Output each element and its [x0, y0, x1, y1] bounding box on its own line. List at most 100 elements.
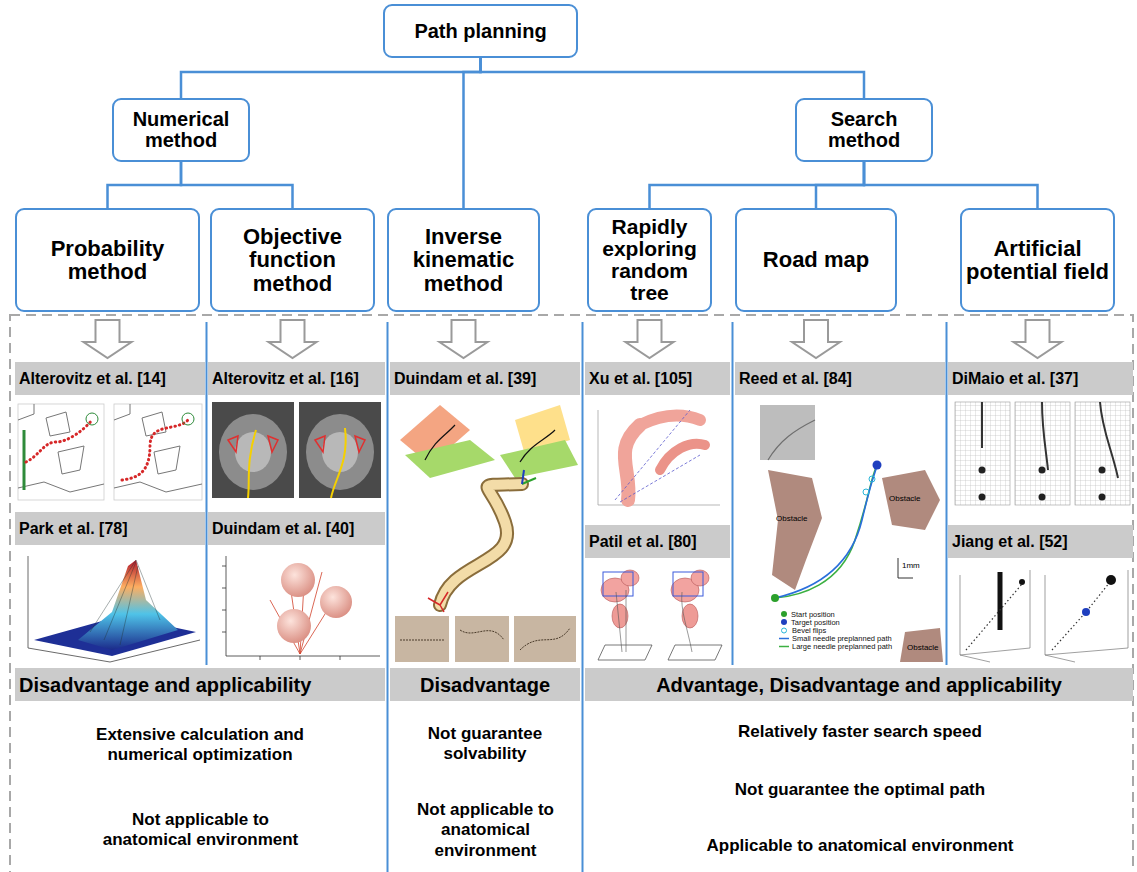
legend-text: Large needle preplanned path — [792, 642, 892, 651]
roadmap-plot — [760, 405, 815, 460]
obstacle-label: Obstacle — [889, 494, 921, 504]
plan-plot — [23, 430, 26, 490]
mri-image — [306, 414, 374, 490]
sphere-plot — [226, 656, 380, 657]
note-text: Not applicable to anatomical environment — [398, 800, 573, 861]
text-holder: Search method — [801, 109, 927, 151]
plan-plot — [114, 404, 130, 420]
reference-bar: Patil et al. [80] — [585, 525, 730, 558]
surface-plot — [28, 556, 200, 662]
mesh-panel — [1039, 467, 1046, 474]
text-holder: Disadvantage and applicability — [19, 674, 381, 696]
text-holder: Rapidly exploring random tree — [593, 216, 706, 304]
roadmap-plot — [863, 489, 869, 495]
plan-plot — [86, 413, 98, 425]
anatomy-3d — [668, 645, 722, 660]
text-holder: DiMaio et al. [37] — [952, 370, 1129, 388]
anatomy-3d — [668, 570, 722, 660]
bar-text: Duindam et al. [39] — [394, 370, 576, 388]
summary-header: Disadvantage and applicability — [15, 668, 385, 701]
legend-text: Small needle preplanned path — [792, 634, 892, 643]
method-box: Inverse kinematic method — [387, 208, 540, 312]
mesh-panel — [1099, 467, 1106, 474]
needle-kinematics — [522, 478, 536, 484]
mesh-panel — [1015, 402, 1070, 505]
mri-image — [299, 402, 381, 498]
needle-kinematics — [440, 484, 522, 605]
roadmap-plot — [873, 461, 882, 470]
text-holder: Alterovitz et al. [16] — [212, 370, 381, 388]
anatomy-3d — [612, 604, 628, 628]
mesh-panel — [955, 402, 1130, 505]
summary-header: Advantage, Disadvantage and applicabilit… — [585, 668, 1133, 701]
reference-bar: Duindam et al. [40] — [208, 512, 385, 545]
tree-connector — [181, 58, 481, 98]
mesh-panel — [955, 402, 1010, 505]
legend-row: Bevel flips — [778, 626, 892, 634]
bar-text: Reed et al. [84] — [739, 370, 941, 388]
method-box: Probability method — [15, 208, 200, 312]
hollow-arrow — [626, 320, 674, 358]
mri-image — [212, 402, 294, 498]
text-holder: Xu et al. [105] — [589, 370, 726, 388]
roadmap-plot — [882, 470, 940, 530]
sphere-plot — [222, 556, 380, 660]
summary-header: Disadvantage — [390, 668, 580, 701]
scatter-3d — [1106, 575, 1116, 585]
box-title: Artificial potential field — [966, 237, 1109, 283]
text-holder: Advantage, Disadvantage and applicabilit… — [589, 674, 1129, 696]
legend-row: Target position — [778, 618, 892, 626]
text-holder: Patil et al. [80] — [589, 533, 726, 551]
plan-plot — [18, 404, 104, 500]
box-title: Objective function method — [216, 225, 369, 294]
box-title: Probability method — [21, 237, 194, 283]
plot-legend: Start positionTarget positionBevel flips… — [778, 610, 892, 650]
needle-kinematics — [405, 440, 495, 478]
legend-text: Bevel flips — [792, 626, 826, 635]
mesh-panel — [979, 467, 986, 474]
text-holder: Path planning — [389, 21, 572, 42]
text-holder: Inverse kinematic method — [393, 225, 534, 294]
legend-sample — [779, 637, 789, 639]
branch-box: Search method — [795, 98, 933, 162]
bar-text: Alterovitz et al. [16] — [212, 370, 381, 388]
bar-text: Xu et al. [105] — [589, 370, 726, 388]
anatomy-3d — [640, 415, 700, 425]
mesh-panel — [1075, 402, 1130, 505]
box-title: Rapidly exploring random tree — [593, 216, 706, 304]
mri-image — [248, 430, 256, 498]
text-holder: Alterovitz et al. [14] — [19, 370, 201, 388]
needle-kinematics — [395, 616, 449, 662]
bar-text: Park et al. [78] — [19, 520, 201, 538]
plan-plot — [122, 420, 188, 480]
legend-row: Start position — [778, 610, 892, 618]
scatter-3d — [998, 572, 1003, 630]
text-holder: Duindam et al. [39] — [394, 370, 576, 388]
legend-sample — [782, 628, 787, 633]
tree-connector — [108, 162, 182, 208]
roadmap-plot — [869, 476, 875, 482]
mesh-panel — [1042, 402, 1048, 470]
mri-image — [268, 436, 278, 452]
note-text: Not guarantee the optimal path — [620, 780, 1100, 800]
text-holder: Artificial potential field — [966, 237, 1109, 283]
needle-kinematics — [514, 616, 576, 662]
surface-plot — [28, 556, 200, 662]
box-title: Inverse kinematic method — [393, 225, 534, 294]
plan-plot — [182, 413, 194, 425]
plan-plot — [114, 482, 202, 492]
note-text: Not guarantee solvability — [405, 724, 565, 765]
plan-plot — [18, 482, 104, 492]
anatomy-3d — [682, 604, 698, 628]
anatomy-3d — [660, 444, 705, 470]
reference-bar: Park et al. [78] — [15, 512, 205, 545]
scatter-3d — [1019, 579, 1025, 585]
legend-sample — [778, 643, 790, 650]
mesh-panel — [1099, 494, 1106, 501]
sphere-plot — [222, 566, 340, 660]
legend-sample — [778, 635, 790, 642]
text-holder: Duindam et al. [40] — [212, 520, 381, 538]
surface-plot — [78, 560, 178, 650]
plan-plot — [114, 404, 202, 500]
